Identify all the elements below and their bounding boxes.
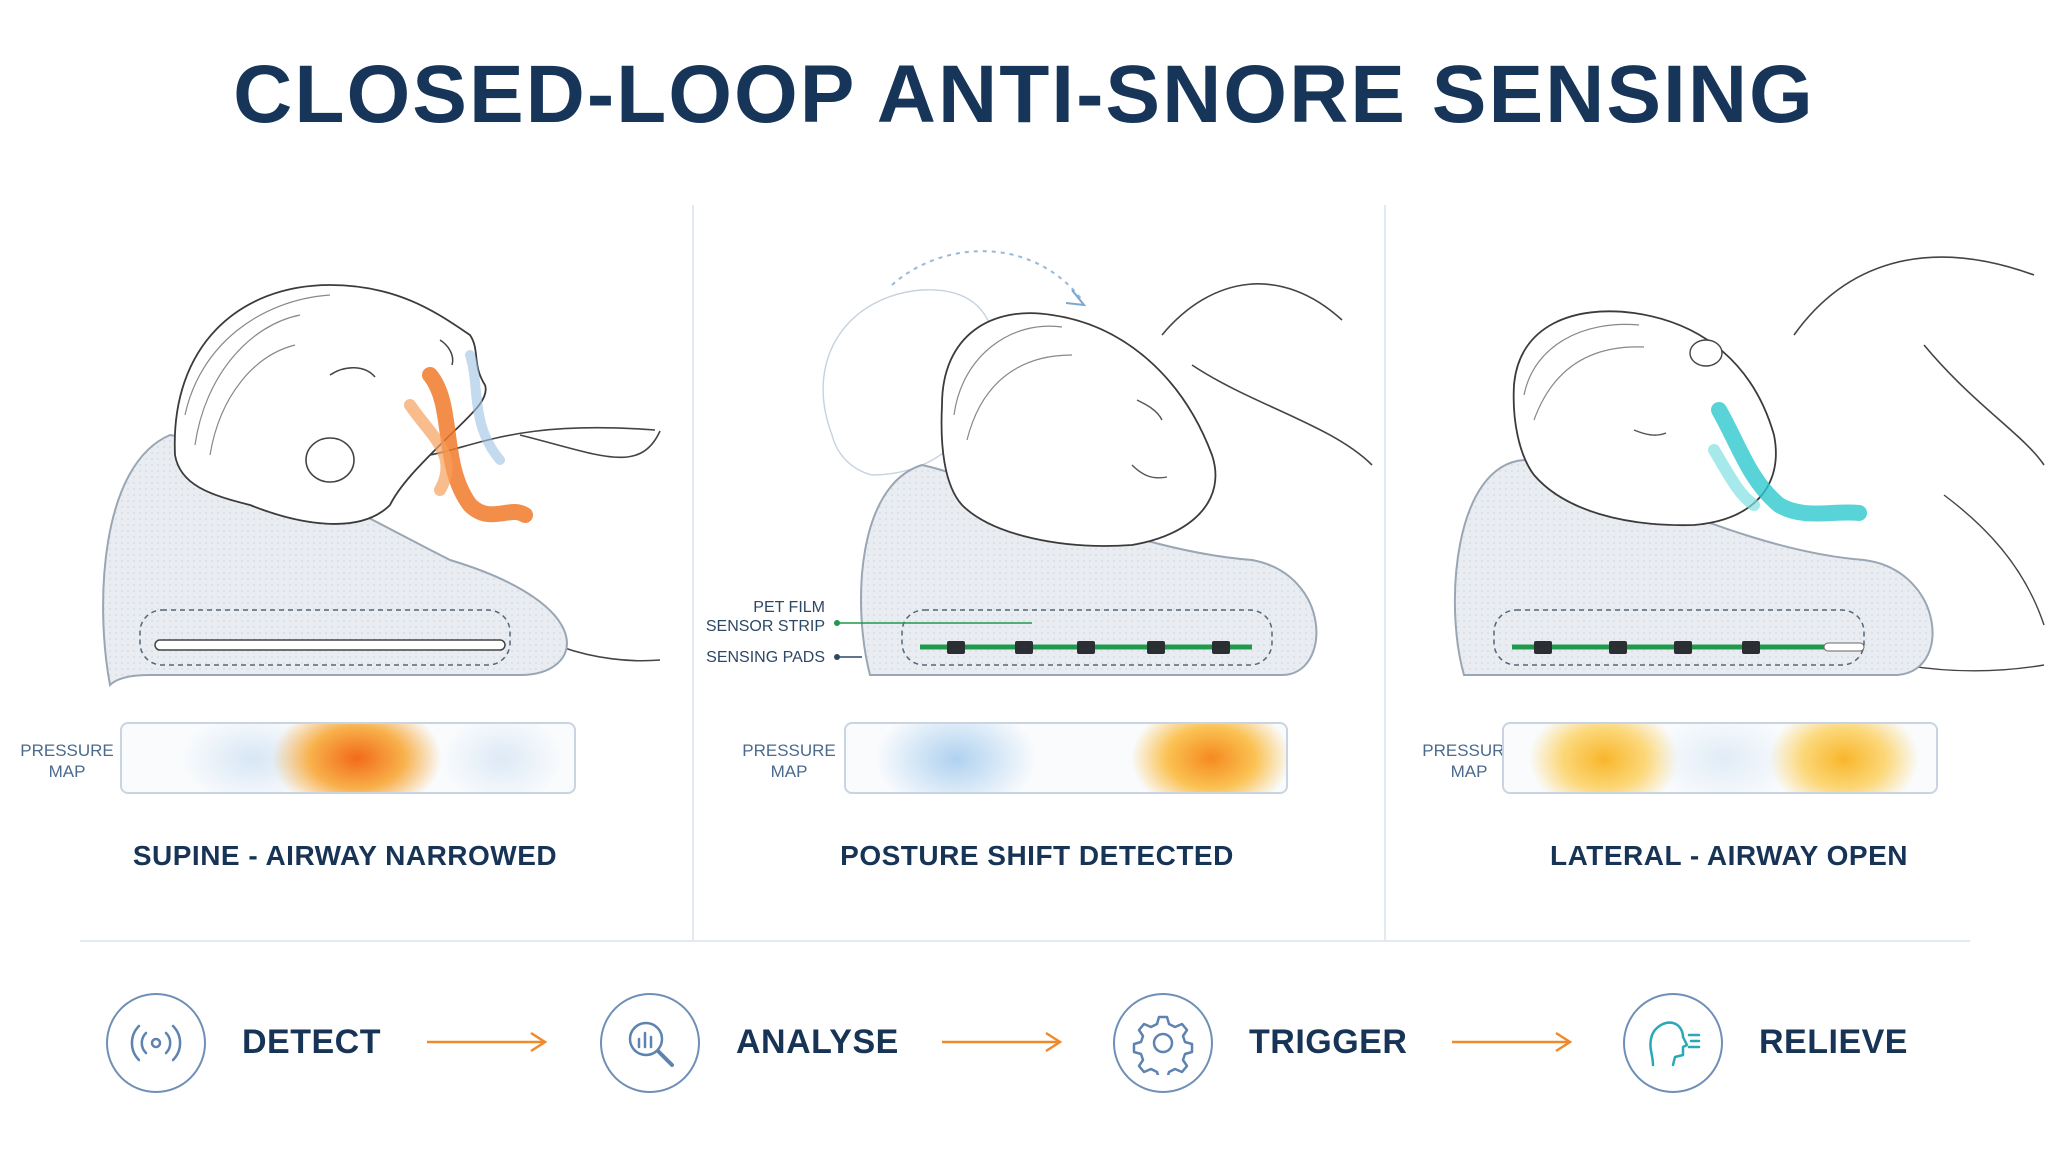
panel-divider <box>1384 205 1386 940</box>
pressure-map <box>844 722 1288 794</box>
pressure-hotspot <box>1131 724 1286 792</box>
chart-magnifier-icon <box>600 993 700 1093</box>
step-label: TRIGGER <box>1249 1023 1408 1061</box>
pressure-map-label: PRESSURE MAP <box>742 741 836 781</box>
panel-caption: POSTURE SHIFT DETECTED <box>840 840 1234 871</box>
pressure-map-label: PRESSURE MAP <box>1422 741 1516 781</box>
callout-sensor-strip: PET FILM SENSOR STRIP <box>705 599 825 635</box>
supine-illustration <box>102 284 661 688</box>
arrow-right-icon <box>1452 1031 1573 1053</box>
pressure-map <box>120 722 576 794</box>
pressure-low-zone <box>442 724 562 792</box>
pressure-hotspot <box>1769 724 1919 792</box>
pressure-map <box>1502 722 1938 794</box>
step-label: RELIEVE <box>1759 1023 1908 1061</box>
head-breath-icon <box>1623 993 1723 1093</box>
pressure-hotspot <box>272 724 442 792</box>
pillow <box>102 433 568 688</box>
arrow-right-icon <box>427 1031 548 1053</box>
arrow-right-icon <box>942 1031 1063 1053</box>
signal-waves-icon <box>106 993 206 1093</box>
panel-caption: LATERAL - AIRWAY OPEN <box>1550 840 1908 871</box>
page-title: CLOSED-LOOP ANTI-SNORE SENSING <box>233 49 1815 140</box>
step-label: ANALYSE <box>736 1023 899 1061</box>
panel-posture-shift: PET FILM SENSOR STRIP SENSING PADS PRESS… <box>692 205 1382 935</box>
panel-divider <box>692 205 694 940</box>
pressure-low-zone <box>876 724 1036 792</box>
lateral-illustration <box>1453 256 2045 676</box>
pressure-map-label: PRESSURE MAP <box>20 741 114 781</box>
airway-narrowed <box>422 367 533 523</box>
motion-arc <box>891 250 1083 301</box>
gear-icon <box>1113 993 1213 1093</box>
airway-open <box>1711 402 1867 522</box>
panel-caption: SUPINE - AIRWAY NARROWED <box>132 840 558 871</box>
section-divider <box>80 940 1970 942</box>
posture-shift-illustration <box>822 250 1373 676</box>
callout-sensing-pads: SENSING PADS <box>706 649 825 666</box>
panel-supine: PRESSURE MAP SUPINE - AIRWAY NARROWED <box>0 205 690 935</box>
panel-lateral: PRESSURE MAP LATERAL - AIRWAY OPEN <box>1384 205 2048 935</box>
step-label: DETECT <box>242 1023 381 1061</box>
